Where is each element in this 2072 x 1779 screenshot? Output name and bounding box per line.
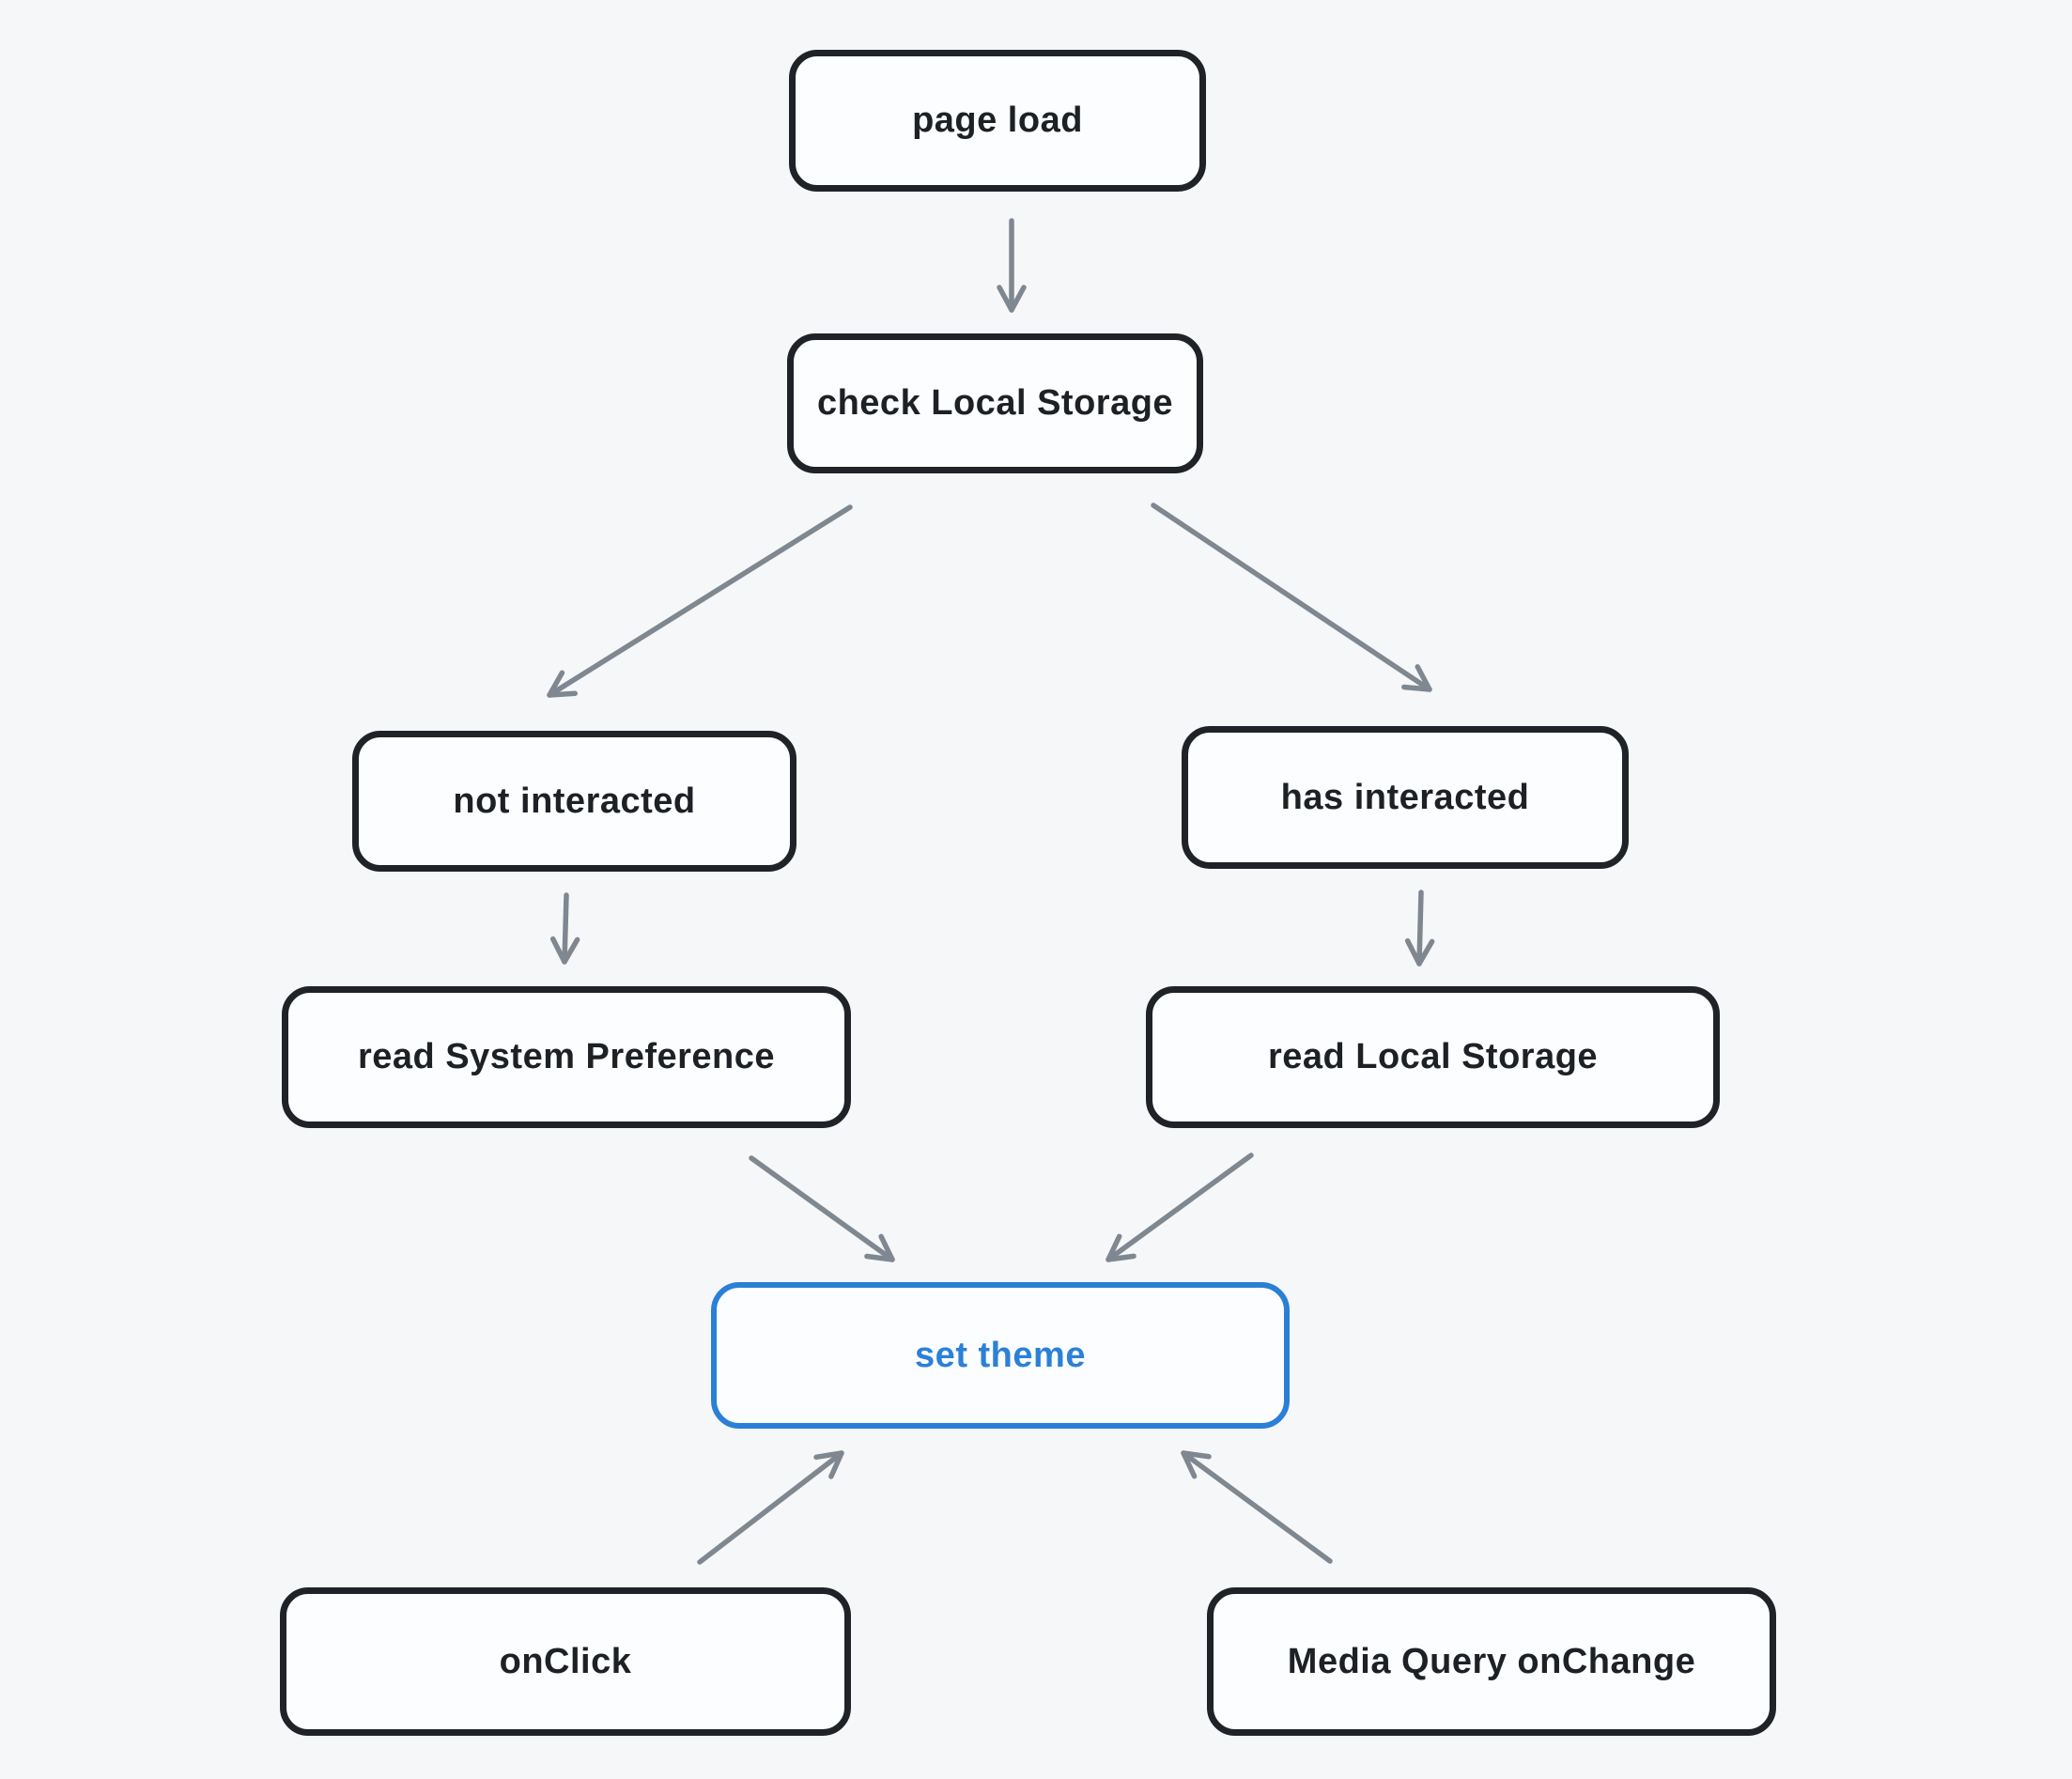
node-read-system-preference-label: read System Preference [357, 1037, 776, 1076]
node-not-interacted: not interacted [352, 731, 796, 872]
edge-notinteracted-readsystempreference [549, 892, 580, 965]
node-media-query-onchange: Media Query onChange [1207, 1587, 1776, 1736]
node-set-theme: set theme [711, 1282, 1290, 1429]
node-check-local-storage: check Local Storage [787, 333, 1203, 473]
node-onclick-label: onClick [499, 1641, 632, 1681]
node-set-theme-label: set theme [915, 1335, 1086, 1375]
edge-hasinteracted-readlocalstorage [1404, 890, 1435, 967]
node-check-local-storage-label: check Local Storage [816, 383, 1174, 423]
edge-readsystempreference-settheme [749, 1155, 895, 1262]
edge-checklocalstorage-hasinteracted [1151, 503, 1432, 692]
node-read-local-storage-label: read Local Storage [1267, 1037, 1599, 1076]
node-page-load: page load [789, 50, 1206, 192]
node-onclick: onClick [280, 1587, 851, 1736]
node-read-system-preference: read System Preference [282, 986, 851, 1128]
node-read-local-storage: read Local Storage [1146, 986, 1720, 1128]
node-has-interacted-label: has interacted [1280, 777, 1530, 817]
node-media-query-onchange-label: Media Query onChange [1287, 1641, 1696, 1681]
edge-mediaqueryonchange-settheme [1181, 1450, 1333, 1564]
edge-readlocalstorage-settheme [1106, 1152, 1254, 1262]
edge-onclick-settheme [697, 1450, 844, 1565]
node-has-interacted: has interacted [1182, 726, 1629, 869]
node-not-interacted-label: not interacted [453, 781, 696, 821]
node-page-load-label: page load [912, 101, 1083, 140]
edge-checklocalstorage-notinteracted [547, 504, 853, 698]
